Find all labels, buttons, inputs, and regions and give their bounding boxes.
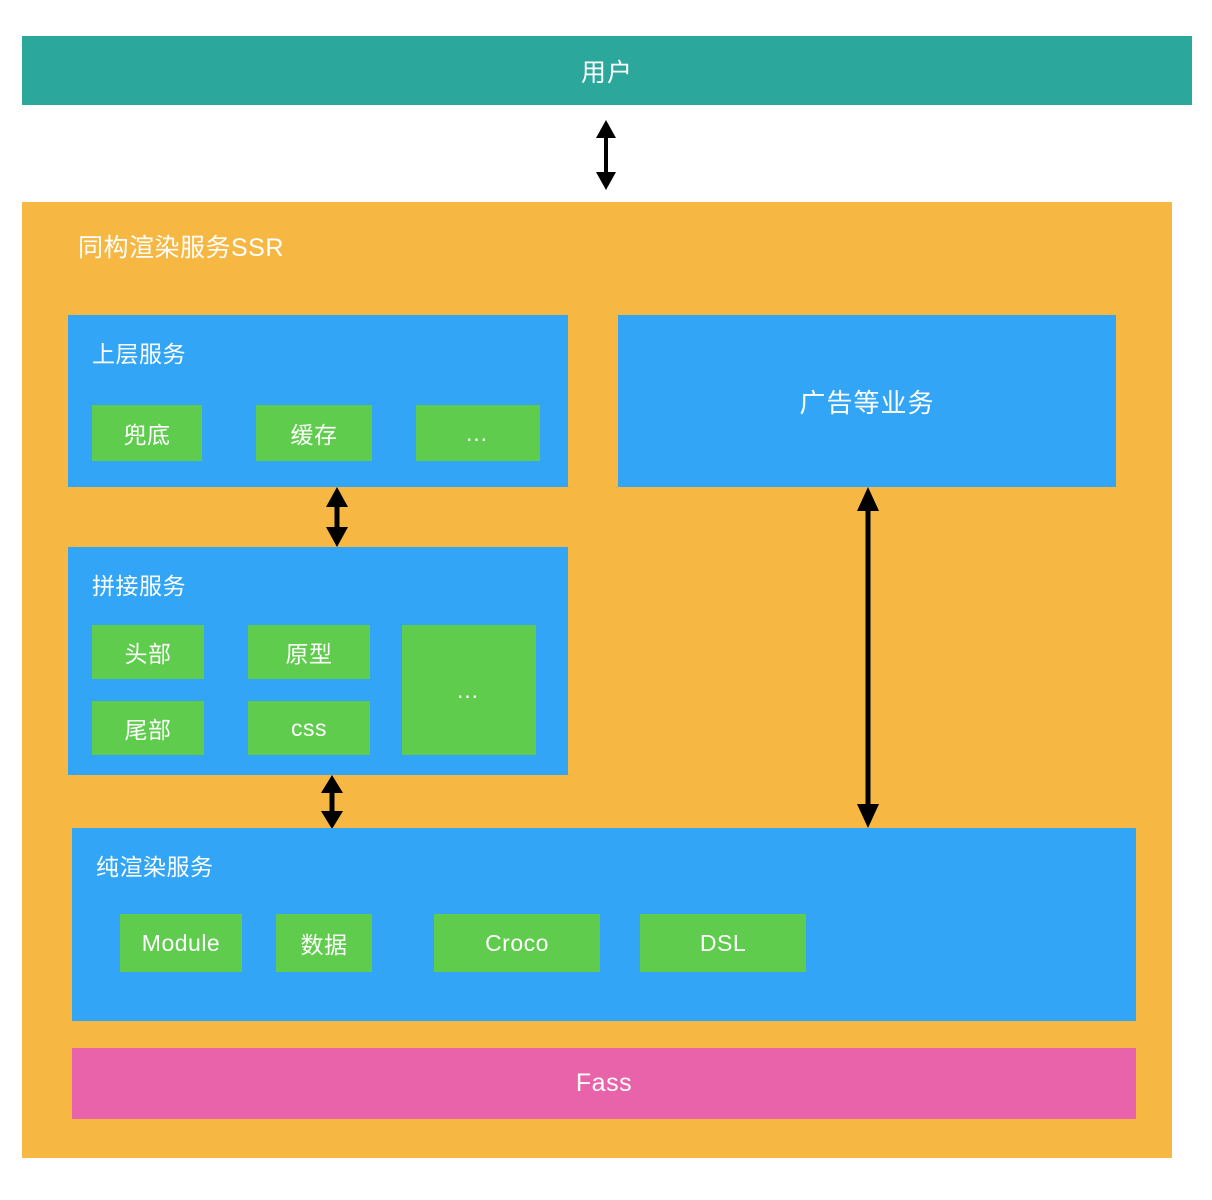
connector-ads-to-render (851, 487, 885, 828)
ssr-container-title: 同构渲染服务SSR (78, 234, 284, 262)
user-bar-label: 用户 (580, 58, 633, 87)
chip-cache: 缓存 (256, 405, 372, 461)
chip-footer: 尾部 (92, 701, 204, 755)
panel-upper-service-title: 上层服务 (92, 341, 186, 367)
ssr-container: 同构渲染服务SSR 上层服务 兜底 缓存 … 广告等业务 (22, 202, 1172, 1158)
double-arrow-vertical-icon (857, 487, 879, 828)
double-arrow-vertical-icon (321, 775, 343, 829)
panel-splice-service-title: 拼接服务 (92, 573, 186, 599)
chip-module: Module (120, 914, 242, 972)
chip-dsl: DSL (640, 914, 806, 972)
chip-css: css (248, 701, 370, 755)
connector-upper-to-splice (320, 487, 354, 547)
connector-user-to-ssr (588, 120, 624, 190)
connector-splice-to-render (315, 775, 349, 829)
panel-upper-service: 上层服务 兜底 缓存 … (68, 315, 568, 487)
chip-header: 头部 (92, 625, 204, 679)
chip-croco: Croco (434, 914, 600, 972)
panel-ads-business-label: 广告等业务 (799, 387, 935, 418)
panel-render-service: 纯渲染服务 Module 数据 Croco DSL (72, 828, 1136, 1021)
chip-more-splice-service: … (402, 625, 536, 755)
double-arrow-vertical-icon (326, 487, 348, 547)
chip-fallback: 兜底 (92, 405, 202, 461)
chip-prototype: 原型 (248, 625, 370, 679)
panel-splice-service: 拼接服务 头部 原型 尾部 css … (68, 547, 568, 775)
fass-bar: Fass (72, 1048, 1136, 1119)
user-bar: 用户 (22, 36, 1192, 105)
panel-render-service-title: 纯渲染服务 (96, 854, 214, 880)
fass-label: Fass (575, 1069, 633, 1097)
chip-more-upper-service: … (416, 405, 540, 461)
chip-data: 数据 (276, 914, 372, 972)
double-arrow-vertical-icon (596, 120, 616, 190)
panel-ads-business: 广告等业务 (618, 315, 1116, 487)
